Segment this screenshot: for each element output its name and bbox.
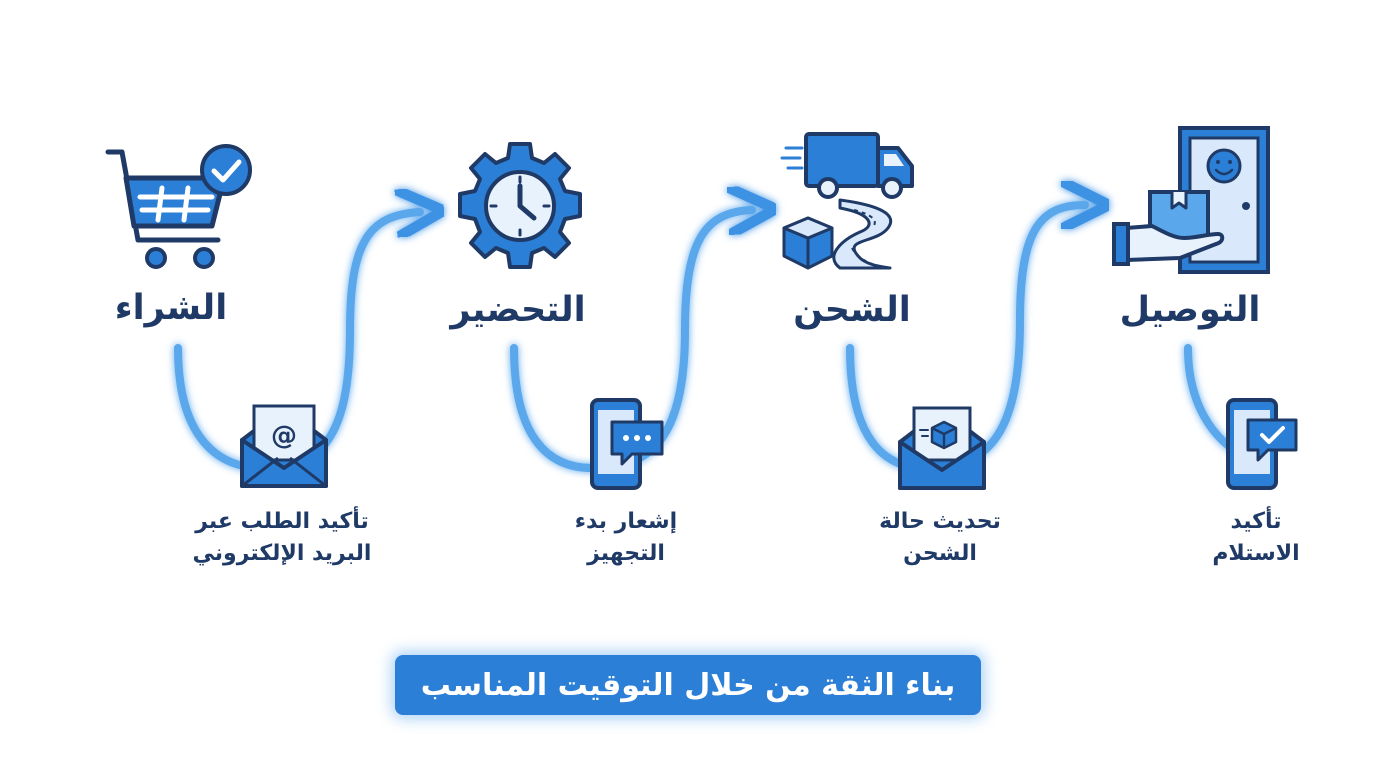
- email-at-icon: @: [240, 404, 328, 488]
- connector-3: [846, 205, 1085, 473]
- phone-chat-icon: [590, 398, 664, 490]
- door-package-hand-icon: [1112, 126, 1270, 274]
- stage-title-shipping: الشحن: [793, 290, 911, 330]
- stage-title-purchase: الشراء: [114, 288, 228, 328]
- shopping-cart-check-icon: [105, 144, 252, 269]
- stage-title-delivery: التوصيل: [1119, 290, 1261, 330]
- phone-check-icon: [1226, 398, 1298, 490]
- svg-text:@: @: [271, 421, 297, 451]
- stage-title-preparation: التحضير: [450, 290, 586, 330]
- email-box-icon: [898, 406, 986, 490]
- gear-clock-icon: [458, 142, 582, 269]
- truck-road-box-icon: [780, 132, 914, 270]
- summary-banner: بناء الثقة من خلال التوقيت المناسب: [395, 655, 981, 715]
